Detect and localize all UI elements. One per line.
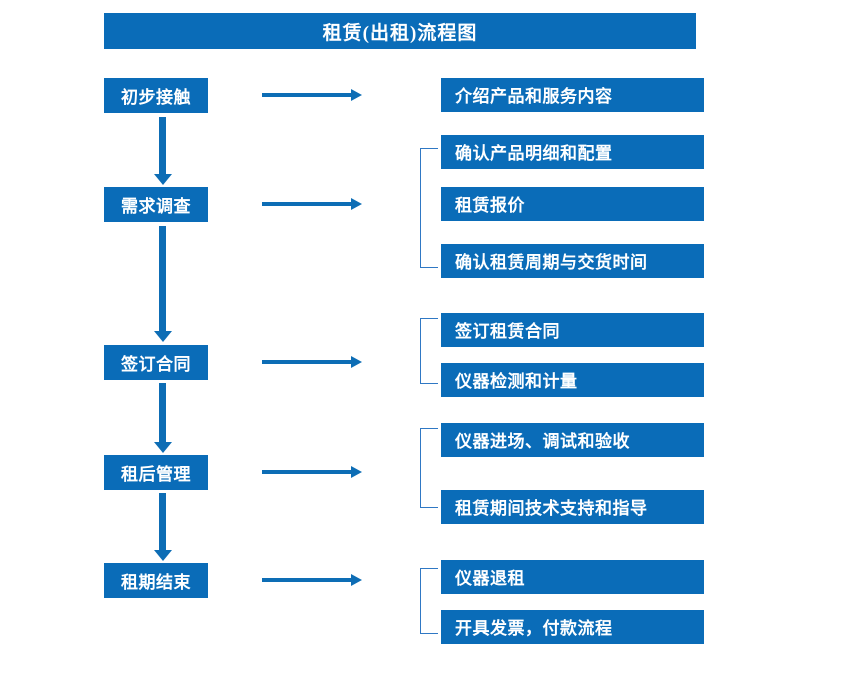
stage-box-chubu-jiechu[interactable]: 初步接触 — [104, 78, 208, 113]
detail-box-jieshao-chanpin[interactable]: 介绍产品和服务内容 — [441, 78, 704, 112]
right-arrow-stage5 — [262, 573, 362, 587]
stage-box-zuqi-jieshu[interactable]: 租期结束 — [104, 563, 208, 598]
stage-box-qianding-hetong[interactable]: 签订合同 — [104, 345, 208, 380]
right-arrow-stage3 — [262, 355, 362, 369]
right-arrow-stage1 — [262, 88, 362, 102]
detail-box-yiqi-jiance-jiliang[interactable]: 仪器检测和计量 — [441, 363, 704, 397]
detail-box-qianding-zulin-hetong[interactable]: 签订租赁合同 — [441, 313, 704, 347]
detail-box-queren-zulin-zhouqi[interactable]: 确认租赁周期与交货时间 — [441, 244, 704, 278]
down-arrow-stage4-to-stage5 — [152, 493, 174, 561]
right-arrow-stage4 — [262, 465, 362, 479]
detail-box-yiqi-tuizu[interactable]: 仪器退租 — [441, 560, 704, 594]
detail-box-queren-chanpin-mingxi[interactable]: 确认产品明细和配置 — [441, 135, 704, 169]
detail-box-zulin-qijian-jishu-zhichi[interactable]: 租赁期间技术支持和指导 — [441, 490, 704, 524]
stage-box-zuhou-guanli[interactable]: 租后管理 — [104, 455, 208, 490]
right-arrow-stage2 — [262, 197, 362, 211]
stage-box-xuqiu-diaocha[interactable]: 需求调查 — [104, 187, 208, 222]
detail-box-zulin-baojia[interactable]: 租赁报价 — [441, 187, 704, 221]
bracket-group-qianding-hetong — [420, 318, 438, 384]
detail-box-yiqi-jinchang-tiaoshi[interactable]: 仪器进场、调试和验收 — [441, 423, 704, 457]
bracket-group-xuqiu-diaocha — [420, 148, 438, 268]
detail-box-kaiju-fapiao[interactable]: 开具发票，付款流程 — [441, 610, 704, 644]
down-arrow-stage3-to-stage4 — [152, 383, 174, 453]
bracket-group-zuqi-jieshu — [420, 568, 438, 634]
bracket-group-zuhou-guanli — [420, 428, 438, 508]
down-arrow-stage2-to-stage3 — [152, 226, 174, 342]
down-arrow-stage1-to-stage2 — [152, 117, 174, 185]
page-title: 租赁(出租)流程图 — [104, 13, 696, 49]
